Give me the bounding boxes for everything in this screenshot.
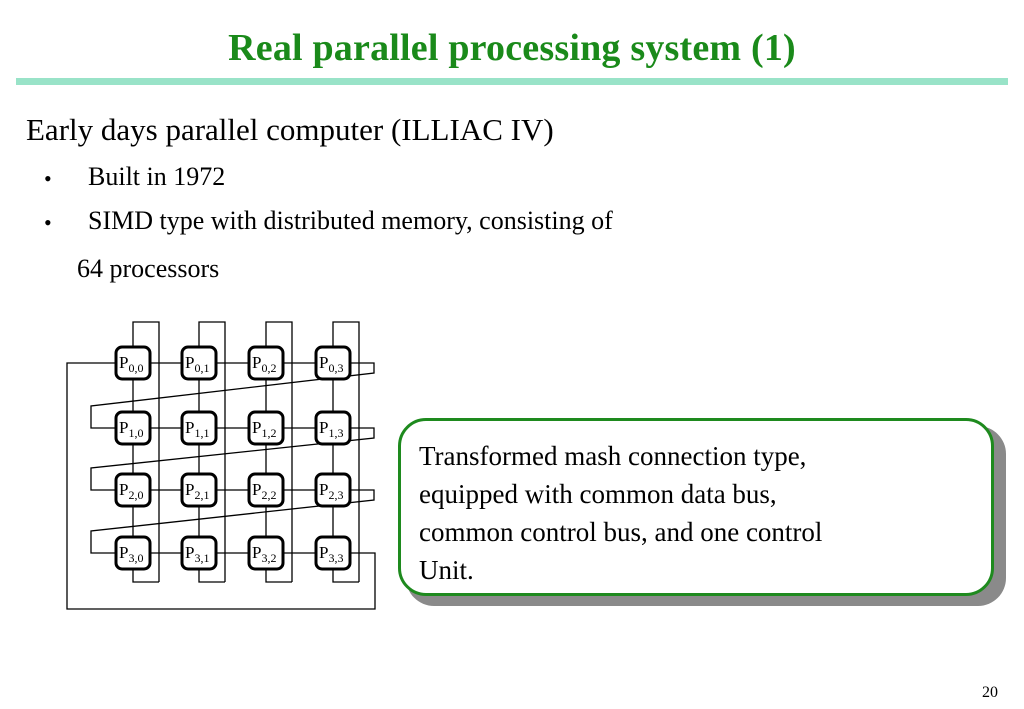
- title-divider: [16, 78, 1008, 85]
- processor-box: [247, 535, 285, 571]
- column-wrap-wire: [332, 569, 359, 583]
- processor-nodes: P0,0 P0,1 P0,2 P0,3P1,0 P1,1 P1,2 P1,3P2,0 P2,1…: [114, 345, 352, 571]
- row-wrap-wire: [90, 489, 375, 554]
- callout-line: Transformed mash connection type,: [419, 441, 807, 471]
- processor-box: [114, 472, 152, 508]
- processor-box: [114, 410, 152, 446]
- bullet-item: Built in 1972: [88, 162, 226, 191]
- processor-box: [114, 345, 152, 381]
- processor-box: [247, 472, 285, 508]
- processor-node: P0,0: [114, 345, 152, 381]
- interconnect-wires: [66, 321, 376, 610]
- processor-box: [314, 535, 352, 571]
- callout-line: equipped with common data bus,: [419, 479, 777, 509]
- processor-node: P1,0: [114, 410, 152, 446]
- callout-box: Transformed mash connection type, equipp…: [398, 418, 994, 596]
- callout-line: Unit.: [419, 555, 474, 585]
- column-wrap-wire: [265, 569, 292, 583]
- processor-box: [180, 345, 218, 381]
- processor-box: [247, 345, 285, 381]
- processor-box: [114, 535, 152, 571]
- column-wrap-wire: [332, 321, 360, 582]
- column-wrap-wire: [132, 321, 160, 582]
- processor-node: P3,2: [247, 535, 285, 571]
- row-wrap-wire: [90, 362, 375, 429]
- bullet-dot-icon: •: [44, 166, 52, 191]
- processor-node: P2,1: [180, 472, 218, 508]
- processor-node: P0,2: [247, 345, 285, 381]
- slide-title: Real parallel processing system (1): [228, 27, 796, 69]
- processor-box: [314, 345, 352, 381]
- bullet-item: SIMD type with distributed memory, consi…: [88, 206, 613, 235]
- column-wrap-wire: [265, 321, 293, 582]
- processor-node: P1,1: [180, 410, 218, 446]
- processor-box: [247, 410, 285, 446]
- processor-box: [314, 410, 352, 446]
- section-heading: Early days parallel computer (ILLIAC IV): [26, 112, 554, 147]
- processor-node: P3,0: [114, 535, 152, 571]
- processor-node: P1,3: [314, 410, 352, 446]
- processor-node: P2,3: [314, 472, 352, 508]
- column-wrap-wire: [132, 569, 159, 583]
- outer-wrap-wire: [66, 362, 376, 610]
- processor-box: [314, 472, 352, 508]
- processor-box: [180, 472, 218, 508]
- processor-node: P1,2: [247, 410, 285, 446]
- bullet-dot-icon: •: [44, 210, 52, 235]
- processor-node: P0,1: [180, 345, 218, 381]
- page-number: 20: [982, 684, 998, 701]
- processor-node: P3,3: [314, 535, 352, 571]
- row-wrap-wire: [90, 427, 375, 491]
- processor-label: P0,1: [185, 353, 209, 375]
- callout-text: Transformed mash connection type, equipp…: [419, 437, 939, 589]
- processor-box: [180, 410, 218, 446]
- column-wrap-wire: [198, 321, 226, 582]
- processor-node: P0,3: [314, 345, 352, 381]
- processor-node: P2,2: [247, 472, 285, 508]
- column-wrap-wire: [198, 569, 225, 583]
- callout-line: common control bus, and one control: [419, 517, 823, 547]
- bullet-continuation: 64 processors: [77, 254, 220, 283]
- processor-node: P3,1: [180, 535, 218, 571]
- processor-node: P2,0: [114, 472, 152, 508]
- processor-box: [180, 535, 218, 571]
